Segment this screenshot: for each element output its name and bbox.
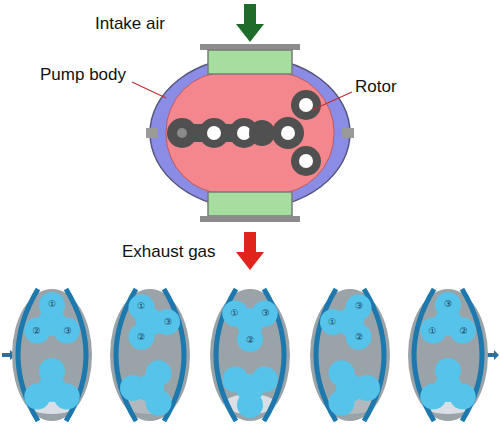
casing-tab (146, 128, 158, 138)
lobe-number: ① (137, 302, 145, 311)
tri-lobe-rotor (129, 294, 181, 349)
chamber (210, 289, 290, 421)
rotor-frame (310, 289, 390, 421)
intake-arrow (236, 4, 264, 42)
rotor-frame (110, 289, 190, 421)
lobe-number: ② (355, 333, 363, 342)
intake-pipe (208, 50, 292, 74)
tri-lobe-rotor (222, 367, 277, 419)
lobe-number: ② (32, 327, 40, 336)
intake-flange (200, 44, 300, 50)
exhaust-flange (200, 216, 300, 222)
part-label: Rotor (355, 78, 397, 97)
tri-lobe-rotor (24, 292, 79, 344)
rotor-frame (210, 289, 290, 421)
lobe-number: ③ (164, 318, 172, 327)
right-rotor (249, 90, 321, 176)
lobe-number: ① (230, 309, 238, 318)
rotor-frame (408, 289, 488, 421)
casing-tab (342, 128, 354, 138)
chamber (310, 289, 390, 421)
tri-lobe-rotor (329, 360, 381, 415)
tri-lobe-rotor (320, 294, 372, 349)
tri-lobe-rotor (24, 358, 79, 410)
lobe-number: ② (460, 327, 468, 336)
part-label: Pump body (40, 66, 126, 85)
pump-chamber (166, 72, 334, 194)
tri-lobe-rotor (420, 292, 475, 344)
chamber (12, 289, 92, 421)
exhaust-arrow (236, 232, 264, 270)
lobe-number: ③ (262, 309, 270, 318)
lobe-number: ① (328, 318, 336, 327)
chamber (110, 289, 190, 421)
lobe-number: ② (137, 333, 145, 342)
exhaust-pipe (208, 192, 292, 216)
lobe-number: ① (48, 300, 56, 309)
lobe-number: ③ (444, 300, 452, 309)
part-label: Intake air (95, 15, 165, 34)
leader-line (312, 92, 352, 110)
chamber (408, 289, 488, 421)
part-label: Exhaust gas (122, 243, 216, 262)
rotor-frame (12, 289, 92, 421)
left-rotor (167, 118, 259, 148)
tri-lobe-rotor (120, 360, 172, 415)
tri-lobe-rotor (222, 301, 277, 353)
pump-casing (150, 57, 350, 209)
lobe-number: ③ (64, 327, 72, 336)
lobe-number: ① (428, 327, 436, 336)
tri-lobe-rotor (420, 358, 475, 410)
lobe-number: ② (246, 336, 254, 345)
leader-line (132, 82, 166, 98)
lobe-number: ③ (355, 302, 363, 311)
